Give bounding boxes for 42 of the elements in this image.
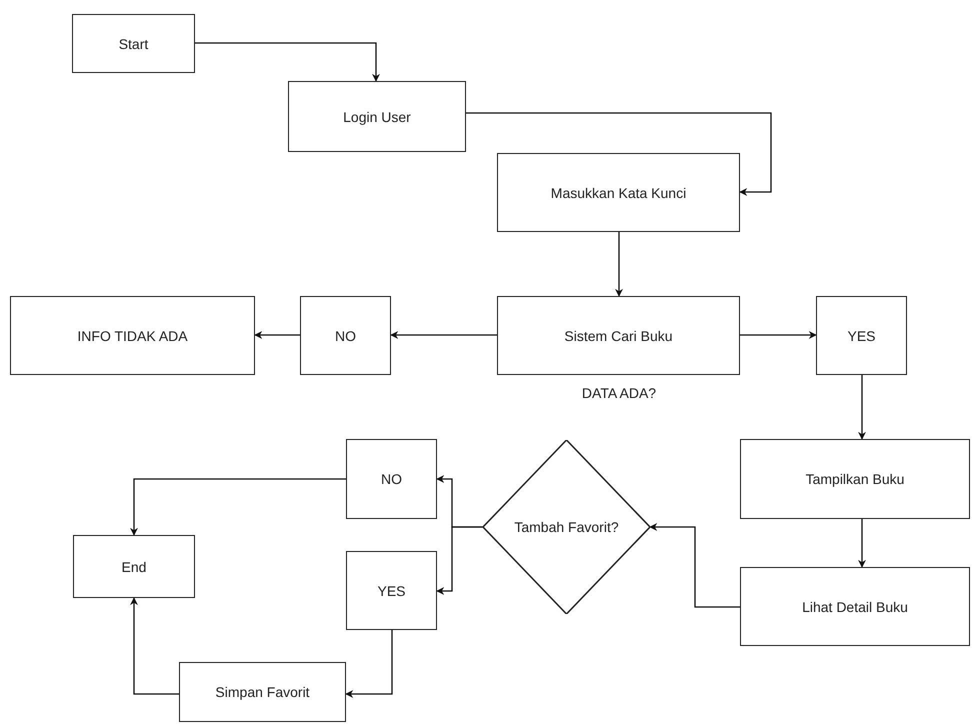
node-label: YES (376, 582, 406, 598)
process-box (179, 662, 346, 722)
node-label: Lihat Detail Buku (801, 598, 909, 614)
arrow (195, 42, 380, 82)
node-label: YES (846, 328, 876, 344)
process-box (816, 296, 907, 375)
process-box (740, 567, 970, 646)
process-box (73, 535, 195, 598)
arrow (615, 232, 623, 297)
arrow (649, 523, 740, 608)
process-box (72, 14, 195, 73)
process-box (10, 296, 255, 375)
process-box (497, 153, 740, 232)
process-box (346, 551, 437, 630)
arrow (466, 112, 772, 196)
node-label: Start (118, 36, 150, 52)
node-label: Tampilkan Buku (804, 471, 906, 487)
node-label: NO (380, 471, 403, 487)
process-box (497, 296, 740, 375)
arrow (130, 478, 346, 536)
process-box (346, 439, 437, 519)
process-box (740, 439, 970, 519)
arrow (254, 331, 300, 339)
node-label: Login User (342, 108, 412, 124)
process-box (300, 296, 391, 375)
arrow (858, 519, 866, 568)
arrow (345, 630, 393, 698)
node-label: End (120, 558, 148, 574)
process-box (288, 81, 466, 152)
node-label: NO (334, 328, 357, 344)
arrow (130, 597, 179, 695)
node-label: Sistem Cari Buku (563, 328, 674, 344)
arrow (390, 331, 497, 339)
arrow (858, 375, 866, 440)
arrow (740, 331, 817, 339)
node-label: Simpan Favorit (214, 684, 311, 700)
arrow (436, 526, 483, 595)
decision-diamond (483, 440, 650, 614)
node-label: Masukkan Kata Kunci (550, 184, 688, 200)
node-label: INFO TIDAK ADA (76, 328, 189, 344)
node-label: Tambah Favorit? (513, 519, 620, 535)
condition-label: DATA ADA? (582, 385, 656, 401)
